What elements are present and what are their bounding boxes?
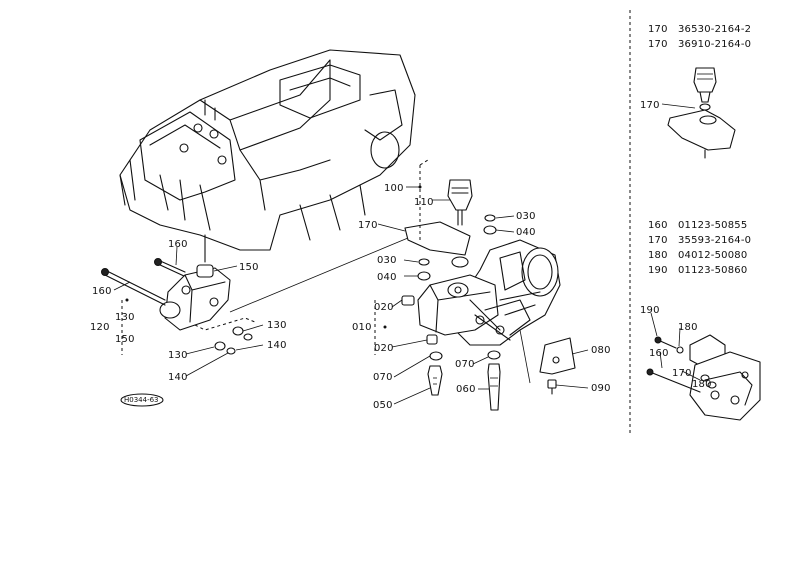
parts-list-top: 170 36530-2164-2 170 36910-2164-0 (648, 24, 751, 50)
stamp-text: H0344-63 (124, 396, 159, 404)
callout-040-b: 040 (377, 272, 397, 283)
callout-100: 100 (384, 183, 404, 194)
parts-top-part-0: 36530-2164-2 (678, 24, 751, 35)
callout-080: 080 (591, 345, 611, 356)
callout-160-b: 160 (92, 286, 112, 297)
parts-top-ref-1: 170 (648, 39, 668, 50)
top-right-detail (667, 67, 736, 159)
parts-mid-part-2: 04012-50080 (678, 250, 747, 261)
parts-mid-ref-0: 160 (648, 220, 668, 231)
parts-top-ref-0: 170 (648, 24, 668, 35)
parts-mid-part-0: 01123-50855 (678, 220, 747, 231)
callout-150-b: 150 (115, 334, 135, 345)
parts-mid-ref-3: 190 (648, 265, 668, 276)
drawing-stamp: H0344-63 (120, 393, 164, 407)
right-detail-assembly (646, 334, 761, 421)
callout-130-b: 130 (267, 320, 287, 331)
callout-180-right: 180 (678, 322, 698, 333)
callout-020-a: 020 (374, 302, 394, 313)
parts-top-part-1: 36910-2164-0 (678, 39, 751, 50)
parts-list-mid: 160 01123-50855 170 35593-2164-0 180 040… (648, 220, 751, 276)
parts-mid-ref-1: 170 (648, 235, 668, 246)
callout-labels: 100 110 170 030 040 030 040 020 010 020 … (90, 100, 712, 411)
callout-130-c: 130 (168, 350, 188, 361)
callout-090: 090 (591, 383, 611, 394)
parts-mid-part-1: 35593-2164-0 (678, 235, 751, 246)
callout-070-b: 070 (455, 359, 475, 370)
engine-block-drawing (119, 49, 416, 263)
callout-160-a: 160 (168, 239, 188, 250)
leader-lines (113, 103, 701, 405)
main-housing-assembly (374, 159, 576, 411)
callout-010: 010 (352, 322, 372, 333)
callout-170-main: 170 (358, 220, 378, 231)
callout-020-b: 020 (374, 343, 394, 354)
callout-170-top: 170 (640, 100, 660, 111)
callout-060: 060 (456, 384, 476, 395)
parts-mid-ref-2: 180 (648, 250, 668, 261)
callout-150: 150 (239, 262, 259, 273)
callout-070-a: 070 (373, 372, 393, 383)
parts-mid-part-3: 01123-50860 (678, 265, 747, 276)
callout-140-b: 140 (168, 372, 188, 383)
callout-140-a: 140 (267, 340, 287, 351)
callout-170-right: 170 (672, 368, 692, 379)
callout-040-a: 040 (516, 227, 536, 238)
callout-180-right-2: 180 (692, 379, 712, 390)
callout-030-a: 030 (516, 211, 536, 222)
connector-line (229, 232, 421, 313)
callout-110: 110 (414, 197, 434, 208)
left-bracket-assembly (101, 258, 256, 355)
callout-130-a: 130 (115, 312, 135, 323)
callout-120: 120 (90, 322, 110, 333)
callout-030-b: 030 (377, 255, 397, 266)
callout-050: 050 (373, 400, 393, 411)
callout-190-right: 190 (640, 305, 660, 316)
callout-160-right: 160 (649, 348, 669, 359)
